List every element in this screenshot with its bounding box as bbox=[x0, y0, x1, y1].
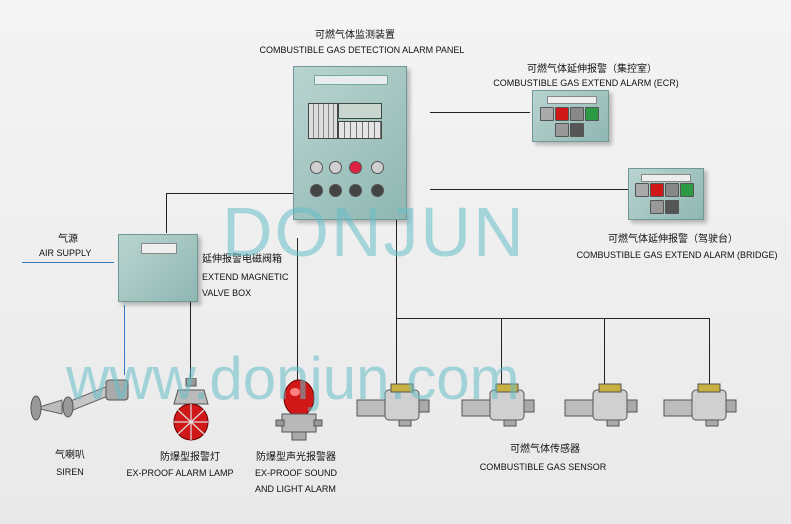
valve-box-title-cn: 延伸报警电磁阀箱 bbox=[202, 254, 282, 265]
panel-switch-3 bbox=[349, 184, 362, 197]
alarm-lamp-icon bbox=[173, 378, 209, 441]
gas-sensor-title-en: COMBUSTIBLE GAS SENSOR bbox=[479, 462, 607, 472]
valve-box-title-en-1: EXTEND MAGNETIC bbox=[202, 272, 289, 282]
bridge-button-grey-2 bbox=[665, 183, 679, 197]
air-supply-underline bbox=[22, 262, 114, 263]
ecr-button-red bbox=[555, 107, 569, 121]
valve-box-title-en-2: VALVE BOX bbox=[202, 288, 252, 298]
watermark-brand: DONJUN bbox=[222, 193, 526, 271]
bridge-nameplate bbox=[641, 174, 691, 182]
panel-indicator-1 bbox=[310, 161, 323, 174]
panel-indicator-4 bbox=[371, 161, 384, 174]
bridge-button-lower-1 bbox=[650, 200, 664, 214]
ecr-button-lower-1 bbox=[555, 123, 569, 137]
extend-magnetic-valve-box bbox=[118, 234, 198, 302]
conn-sensor-drop-3 bbox=[709, 318, 710, 390]
panel-switch-2 bbox=[329, 184, 342, 197]
panel-switch-1 bbox=[310, 184, 323, 197]
panel-switch-4 bbox=[371, 184, 384, 197]
air-supply-title-cn: 气源 bbox=[58, 234, 78, 245]
ecr-button-grey bbox=[540, 107, 554, 121]
conn-valvebox-siren bbox=[124, 305, 125, 375]
conn-valvebox-lamp bbox=[190, 300, 191, 380]
siren-title-en: SIREN bbox=[56, 467, 84, 477]
conn-panel-bus-v bbox=[396, 218, 397, 400]
panel-keypad bbox=[308, 103, 338, 139]
panel-display-screen bbox=[338, 103, 382, 119]
watermark-url: www.donjun.com bbox=[66, 345, 520, 412]
ecr-button-green bbox=[585, 107, 599, 121]
ecr-alarm-title-en: COMBUSTIBLE GAS EXTEND ALARM (ECR) bbox=[493, 78, 679, 88]
conn-sensor-bus-h bbox=[396, 318, 710, 319]
ecr-nameplate bbox=[547, 96, 597, 104]
alarm-lamp-title-en: EX-PROOF ALARM LAMP bbox=[126, 468, 234, 478]
panel-indicator-3 bbox=[349, 161, 362, 174]
bridge-button-red bbox=[650, 183, 664, 197]
conn-panel-valvebox-h bbox=[166, 193, 294, 194]
conn-sensor-drop-2 bbox=[604, 318, 605, 390]
panel-nameplate bbox=[314, 75, 388, 85]
panel-keypad-right bbox=[338, 121, 382, 139]
conn-panel-bridge bbox=[430, 189, 630, 190]
main-panel-title-en: COMBUSTIBLE GAS DETECTION ALARM PANEL bbox=[259, 45, 465, 55]
conn-panel-ecr bbox=[430, 112, 530, 113]
gas-sensor-title-cn: 可燃气体传感器 bbox=[510, 444, 580, 455]
ecr-button-lower-2 bbox=[570, 123, 584, 137]
sound-light-alarm-icon bbox=[275, 379, 323, 441]
bridge-button-green bbox=[680, 183, 694, 197]
bridge-alarm-title-cn: 可燃气体延伸报警（驾驶台） bbox=[608, 234, 738, 245]
bridge-extend-alarm-box bbox=[628, 168, 704, 220]
ecr-alarm-title-cn: 可燃气体延伸报警（集控室） bbox=[527, 64, 657, 75]
conn-sensor-drop-1 bbox=[501, 318, 502, 390]
main-panel-title-cn: 可燃气体监测装置 bbox=[315, 30, 395, 41]
siren-title-cn: 气喇叭 bbox=[55, 450, 85, 461]
conn-panel-valvebox-v bbox=[166, 193, 167, 233]
bridge-alarm-title-en: COMBUSTIBLE GAS EXTEND ALARM (BRIDGE) bbox=[576, 250, 778, 260]
valve-box-nameplate bbox=[141, 243, 177, 254]
gas-sensor-icon-3 bbox=[564, 383, 638, 427]
ecr-extend-alarm-box bbox=[532, 90, 609, 142]
sound-light-title-cn: 防爆型声光报警器 bbox=[256, 452, 336, 463]
ecr-button-grey-2 bbox=[570, 107, 584, 121]
bridge-button-lower-2 bbox=[665, 200, 679, 214]
air-supply-title-en: AIR SUPPLY bbox=[39, 248, 92, 258]
bridge-button-grey bbox=[635, 183, 649, 197]
gas-sensor-icon-1 bbox=[356, 383, 430, 427]
panel-indicator-2 bbox=[329, 161, 342, 174]
sound-light-title-en-2: AND LIGHT ALARM bbox=[255, 484, 336, 494]
conn-panel-soundlight bbox=[297, 238, 298, 380]
detection-alarm-panel bbox=[293, 66, 407, 220]
alarm-lamp-title-cn: 防爆型报警灯 bbox=[160, 452, 220, 463]
gas-sensor-icon-2 bbox=[461, 383, 535, 427]
gas-sensor-icon-4 bbox=[663, 383, 737, 427]
sound-light-title-en-1: EX-PROOF SOUND bbox=[255, 468, 338, 478]
siren-horn-icon bbox=[30, 379, 129, 421]
